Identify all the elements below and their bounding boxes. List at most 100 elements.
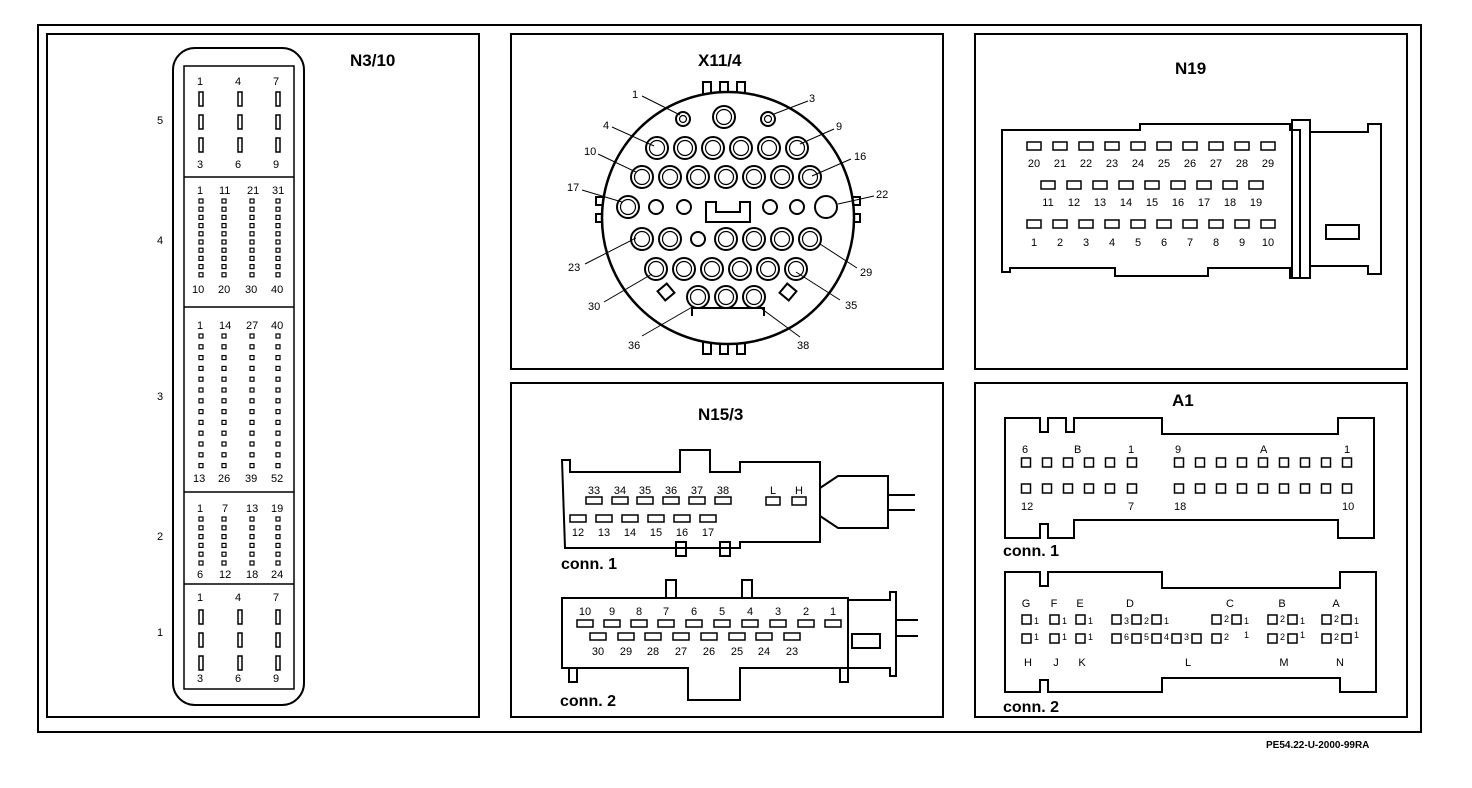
n15-3-conn2-post (741, 579, 753, 599)
a1-pin-number: 1 (1034, 632, 1039, 642)
a1-pin (1151, 614, 1162, 625)
n3-10-pin (237, 91, 243, 107)
x11-4-pin-label: 36 (628, 340, 640, 352)
n3-10-pin (198, 452, 204, 458)
n19-pin-label: 16 (1172, 197, 1184, 209)
a1-pin (1341, 614, 1352, 625)
x11-4-pin-ring (760, 139, 778, 157)
a1-pin (1299, 483, 1311, 494)
n3-10-pin (275, 355, 281, 361)
n3-10-pin (221, 409, 227, 415)
n3-10-pin-grid (198, 91, 281, 671)
n3-10-pin (249, 333, 255, 339)
n3-10-pin (198, 264, 204, 270)
a1-pin (1126, 457, 1138, 468)
n19-pin (1182, 219, 1198, 229)
n3-10-pin (221, 376, 227, 382)
n3-10-pin (249, 223, 255, 229)
x11-4-pin-cavity (690, 231, 706, 247)
n3-10-pin (221, 452, 227, 458)
n15-3-pin-label: 17 (702, 527, 714, 539)
n19-pin-label: 13 (1094, 197, 1106, 209)
a1-pin (1171, 633, 1182, 644)
x11-4-pin-cavity (762, 199, 778, 215)
n19-pin (1208, 141, 1224, 151)
n3-10-pin (221, 525, 227, 531)
a1-pin-label: 10 (1342, 501, 1354, 513)
n15-3-pin-label: 33 (588, 485, 600, 497)
x11-4-pin-cavity (814, 195, 838, 219)
n3-10-pin (249, 272, 255, 278)
x11-4-pin-label: 17 (567, 182, 579, 194)
n3-10-pin-label: 21 (247, 185, 259, 197)
a1-pin (1173, 483, 1185, 494)
n3-10-pin (275, 365, 281, 371)
n3-10-pin (198, 114, 204, 130)
n3-10-pin (237, 137, 243, 153)
n15-3-pin-label: 9 (609, 606, 615, 618)
a1-pin-label: 7 (1128, 501, 1134, 513)
n3-10-pin (275, 409, 281, 415)
x11-4-latch (656, 282, 676, 302)
a1-pin-label: C (1226, 598, 1234, 610)
n3-10-pin (198, 376, 204, 382)
n15-3-conn1-label: conn. 1 (561, 556, 617, 573)
n3-10-pin (249, 398, 255, 404)
n15-3-pin (673, 514, 691, 523)
n15-3-pin (603, 619, 621, 628)
x11-4-pin-ring (676, 139, 694, 157)
a1-pin (1231, 614, 1242, 625)
a1-pin (1211, 614, 1222, 625)
panel-a1-border (974, 382, 1408, 718)
n3-10-pin (221, 223, 227, 229)
a1-conn2-label: conn. 2 (1003, 699, 1059, 716)
x11-4-pin-label: 16 (854, 151, 866, 163)
a1-pin-label: H (1024, 657, 1032, 669)
n19-pin (1234, 141, 1250, 151)
n15-3-pin (713, 619, 731, 628)
n3-10-pin-label: 40 (271, 320, 283, 332)
n3-10-pin (249, 516, 255, 522)
n19-pin (1026, 141, 1042, 151)
a1-pin (1236, 457, 1248, 468)
a1-pin (1278, 483, 1290, 494)
n3-10-pin (275, 463, 281, 469)
n3-10-pin (249, 387, 255, 393)
n3-10-pin (221, 441, 227, 447)
n15-3-pin (569, 514, 587, 523)
n3-10-pin (249, 198, 255, 204)
a1-pin (1299, 457, 1311, 468)
n3-10-pin (198, 533, 204, 540)
n3-10-pin (221, 206, 227, 212)
n3-10-pin (198, 560, 204, 566)
x11-4-pin-cavity (789, 199, 805, 215)
n3-10-pin (198, 525, 204, 531)
n15-3-conn1-cable (819, 475, 889, 529)
a1-pin-label: 18 (1174, 501, 1186, 513)
n3-10-pin-label: 40 (271, 284, 283, 296)
n3-10-pin (198, 409, 204, 415)
a1-pin (1083, 483, 1095, 494)
n3-10-pin (221, 198, 227, 204)
n3-10-pin (221, 344, 227, 350)
n3-10-pin (249, 264, 255, 270)
a1-pin-number: 1 (1354, 616, 1359, 626)
panel-title-n3-10: N3/10 (350, 51, 395, 70)
n15-3-conn2-foot (568, 667, 578, 683)
n3-10-pin (221, 516, 227, 522)
a1-pin (1320, 457, 1332, 468)
n3-10-pin-label: 52 (271, 473, 283, 485)
n3-10-pin (198, 365, 204, 371)
x11-4-pin-cavity (676, 199, 692, 215)
n3-10-pin (275, 333, 281, 339)
n19-pin (1040, 180, 1056, 190)
n3-10-pin-label: 19 (271, 503, 283, 515)
x11-4-pin-ring (788, 139, 806, 157)
n3-10-pin (198, 198, 204, 204)
n3-10-pin (198, 355, 204, 361)
n3-10-pin-label: 30 (245, 284, 257, 296)
n3-10-pin (249, 430, 255, 436)
a1-pin (1111, 633, 1122, 644)
